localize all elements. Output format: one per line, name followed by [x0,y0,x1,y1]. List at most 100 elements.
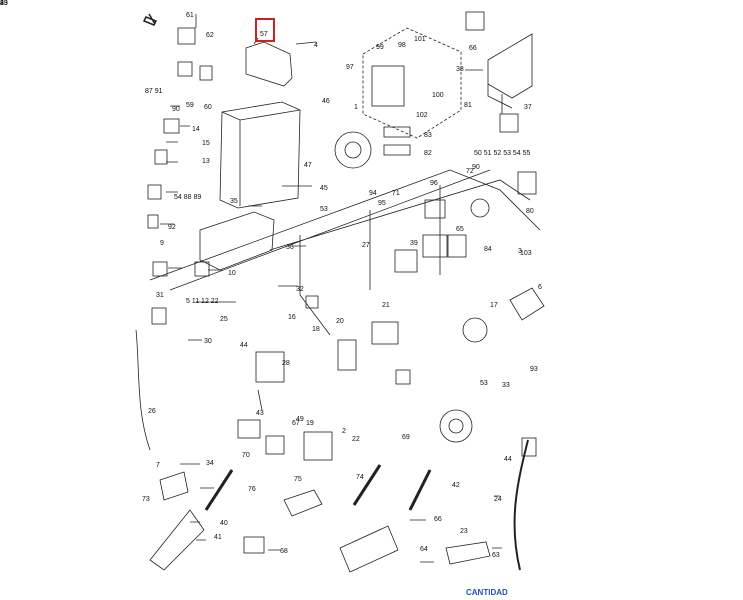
callout-label: 8 [0,0,4,7]
callout-label: 71 [392,190,400,197]
cable-23 [408,469,432,511]
relay-box-97 [362,27,462,139]
callout-label: 80 [526,208,534,215]
relay-61 [177,27,196,45]
callout-label: 60 [204,104,212,111]
callout-label: 66 [469,45,477,52]
switch-21 [371,321,399,345]
callout-label: 100 [432,92,444,99]
callout-label: 82 [424,150,432,157]
callout-label: 3 [518,248,522,255]
callout-label: 21 [382,302,390,309]
relay-54 [147,184,162,200]
arrow-icon [142,13,158,26]
callout-label: 50 51 52 53 54 55 [474,150,531,157]
relay-80 [517,171,537,195]
callout-label: 14 [192,126,200,133]
callout-label: 22 [352,436,360,443]
relay-50 [499,113,519,133]
part-75 [159,471,189,501]
bracket-43 [149,509,205,571]
callout-label: 47 [304,162,312,169]
callout-label: 103 [520,250,532,257]
callout-label: 13 [202,158,210,165]
callout-label: 27 [362,242,370,249]
relay-92 [147,214,159,229]
cantidad-link[interactable]: CANTIDAD [466,588,508,597]
callout-label: 46 [322,98,330,105]
callout-label: 10 [228,270,236,277]
ignition-33 [439,409,473,443]
callout-label: 45 [320,185,328,192]
callout-label: 1 [354,104,358,111]
relay-59 [177,61,193,77]
callout-label: 53 [480,380,488,387]
callout-label: 90 [472,164,480,171]
callout-label: 81 [464,102,472,109]
callout-label: 25 [220,316,228,323]
part-17 [462,317,488,343]
module-99 [371,65,405,107]
callout-label: 63 [492,552,500,559]
wire-76 [135,329,151,451]
switch-64 [445,541,491,565]
part-29 [243,536,265,554]
relay-31 [151,307,167,325]
callout-label: 61 [186,12,194,19]
bracket-57 [245,41,293,87]
callout-label: 87 91 [145,88,163,95]
callout-label: 19 [306,420,314,427]
callout-label: 96 [430,180,438,187]
callout-label: 84 [484,246,492,253]
relay-9 [152,261,168,277]
callout-label: 97 [346,64,354,71]
callout-label: 6 [538,284,542,291]
callout-label: 39 [410,240,418,247]
callout-label: 93 [530,366,538,373]
cable-42 [204,469,234,511]
relay-14 [163,118,180,134]
cable-40 [352,464,382,506]
callout-label: 101 [414,36,426,43]
callout-label: 42 [452,482,460,489]
callout-label: 98 [398,42,406,49]
callout-label: 65 [456,226,464,233]
relay-16 [305,295,319,309]
callout-label: 4 [314,42,318,49]
callout-label: 74 [356,474,364,481]
callout-label: 53 [320,206,328,213]
callout-label: 76 [248,486,256,493]
relay-10 [194,261,210,277]
relay-13 [154,149,168,165]
highlighted-part-57[interactable]: 57 [255,18,275,42]
bracket-37 [487,33,533,109]
callout-label: 24 [494,496,502,503]
callout-label: 67 [292,420,300,427]
callout-label: 62 [206,32,214,39]
bracket-35 [199,211,275,271]
callout-label: 66 [434,516,442,523]
callout-label: 30 [204,338,212,345]
callout-label: 75 [294,476,302,483]
callout-label: 36 [286,244,294,251]
part-6 [509,287,545,321]
callout-label: 32 [296,286,304,293]
callout-label: 23 [460,528,468,535]
callout-label: 34 [206,460,214,467]
dashboard-frame [149,169,541,291]
callout-label: 2 [342,428,346,435]
control-unit-45 [219,101,301,209]
callout-label: 99 [376,44,384,51]
callout-label: 26 [148,408,156,415]
callout-label: 95 [378,200,386,207]
sensor-1 [334,131,372,169]
callout-label: 40 [220,520,228,527]
callout-label: 59 [186,102,194,109]
callout-label: 31 [156,292,164,299]
callout-label: 15 [202,140,210,147]
switch-67 [303,431,333,461]
callout-label: 20 [336,318,344,325]
callout-label: 17 [490,302,498,309]
bracket-41 [339,525,399,573]
